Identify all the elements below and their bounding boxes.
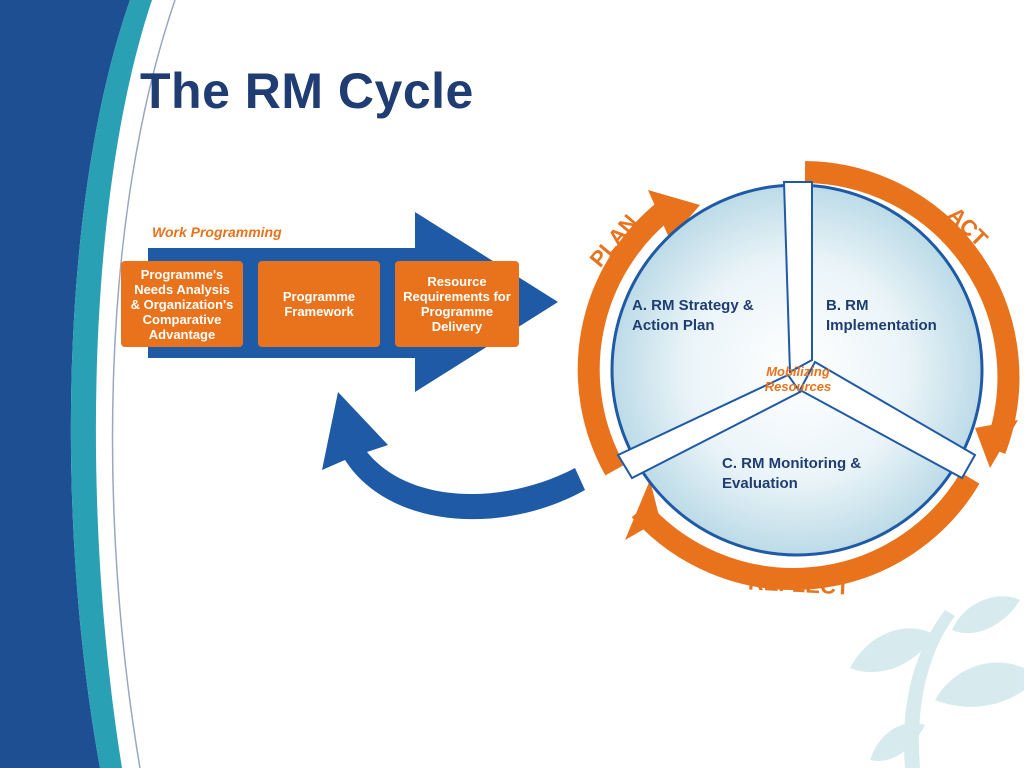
reflect-ring-arrowhead bbox=[625, 480, 660, 540]
reflect-ring-arc bbox=[631, 472, 980, 590]
work-programming-label: Work Programming bbox=[152, 224, 282, 240]
slide-title: The RM Cycle bbox=[140, 63, 474, 119]
leaf-logo-watermark bbox=[850, 596, 1024, 768]
flow-step-2-label: Programme Framework bbox=[282, 289, 356, 319]
segment-b-label: B. RM Implementation bbox=[826, 297, 937, 334]
act-ring-arrowhead bbox=[975, 420, 1018, 468]
spoke-right bbox=[798, 360, 977, 480]
left-thin-curve bbox=[111, 0, 176, 768]
plan-ring-arc bbox=[577, 201, 672, 476]
flow-step-1-box bbox=[121, 261, 243, 347]
spoke-top bbox=[782, 181, 813, 374]
left-teal-band bbox=[70, 0, 152, 768]
flow-step-3-box bbox=[395, 261, 519, 347]
return-arrow bbox=[322, 392, 585, 520]
act-ring-arc bbox=[804, 161, 1020, 454]
flow-step-1-label: Programme's Needs Analysis & Organizatio… bbox=[130, 266, 234, 342]
spoke-left bbox=[616, 373, 802, 480]
segment-a-label: A. RM Strategy & Action Plan bbox=[632, 297, 754, 334]
stage-reflect-label: REFLECT bbox=[747, 569, 851, 600]
flow-step-3-label: Resource Requirements for Programme Deli… bbox=[403, 274, 511, 334]
left-blue-band bbox=[0, 0, 130, 768]
flow-step-2-box bbox=[258, 261, 380, 347]
segment-c-label: C. RM Monitoring & Evaluation bbox=[722, 455, 862, 492]
plan-ring-arrowhead bbox=[648, 190, 700, 240]
center-mobilizing-label: Mobilizing Resources bbox=[764, 364, 832, 394]
